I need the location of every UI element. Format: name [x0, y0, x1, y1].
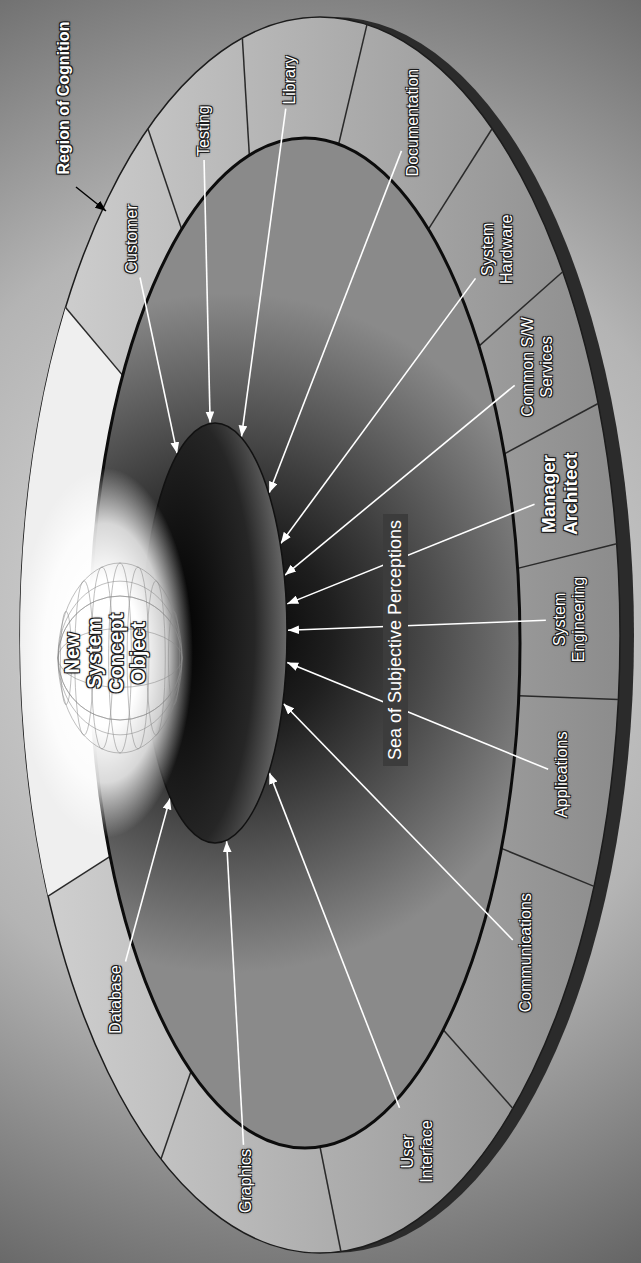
segment-divider — [320, 1147, 341, 1252]
segment-label: Manager Architect — [538, 444, 582, 544]
segment-divider — [242, 38, 249, 155]
segment-divider — [148, 129, 182, 230]
segment-divider — [161, 1071, 191, 1159]
segment-divider — [339, 25, 367, 145]
segment-divider — [504, 403, 598, 453]
concept-sphere: New System Concept Object — [20, 423, 300, 843]
segment-label: System Engineering — [550, 572, 588, 667]
segment-label: Graphics — [236, 1149, 255, 1213]
segment-divider — [428, 129, 492, 230]
perception-arrow — [281, 278, 476, 543]
segment-label: Testing — [194, 105, 213, 156]
perception-arrow — [269, 151, 401, 493]
segment-divider — [518, 544, 617, 569]
segment-divider — [48, 856, 110, 896]
segment-dividers — [48, 25, 618, 1252]
segment-divider — [519, 696, 619, 700]
concept-glow — [17, 468, 193, 838]
ring-segment: Customer — [122, 204, 141, 273]
segment-label: Documentation — [403, 69, 422, 177]
ring-segment: Communications — [516, 893, 535, 1012]
concept-label: New System Concept Object — [61, 603, 149, 703]
perception-arrow — [287, 663, 548, 770]
leader-arrow — [76, 187, 106, 211]
ring-segment: Testing — [194, 105, 213, 156]
segment-label: Applications — [552, 732, 571, 818]
ring-segment: Documentation — [403, 69, 422, 177]
text-label: Sea of Subjective Perceptions — [383, 514, 408, 766]
ring-segment: Applications — [552, 732, 571, 818]
ring-segment: Graphics — [236, 1149, 255, 1213]
concept-text: New System Concept Object — [61, 603, 149, 703]
ring-segment: Manager Architect — [538, 444, 582, 544]
segment-divider — [66, 308, 123, 376]
area-label: Sea of Subjective Perceptions — [383, 514, 408, 766]
perception-arrow — [140, 277, 177, 453]
ring-segment: User Interface — [398, 1112, 436, 1192]
ring-segment: Library — [280, 56, 299, 105]
segment-label: Library — [280, 56, 299, 105]
perception-arrow — [269, 773, 399, 1108]
region-label: Region of Cognition — [55, 22, 73, 175]
segment-label: Customer — [122, 204, 141, 273]
ring-segment: System Engineering — [550, 572, 588, 667]
perception-arrow — [227, 841, 244, 1145]
cognition-ring — [20, 17, 620, 1253]
perception-arrow — [287, 504, 534, 604]
segment-label: System Hardware — [478, 209, 516, 289]
ring-segment: System Hardware — [478, 209, 516, 289]
ring-segment: Database — [106, 965, 125, 1034]
segment-divider — [501, 848, 594, 886]
segment-label: Communications — [516, 893, 535, 1012]
perception-arrow — [288, 620, 546, 630]
perception-arrow — [204, 160, 210, 423]
segment-divider — [443, 1030, 513, 1109]
segment-label: Common S/W Services — [518, 317, 556, 417]
wireframe-sphere — [58, 563, 182, 753]
ring-segment: Common S/W Services — [518, 317, 556, 417]
text-label: Region of Cognition — [55, 22, 73, 175]
segment-label: User Interface — [398, 1112, 436, 1192]
perception-arrow — [242, 109, 286, 437]
segment-label: Database — [106, 965, 125, 1034]
